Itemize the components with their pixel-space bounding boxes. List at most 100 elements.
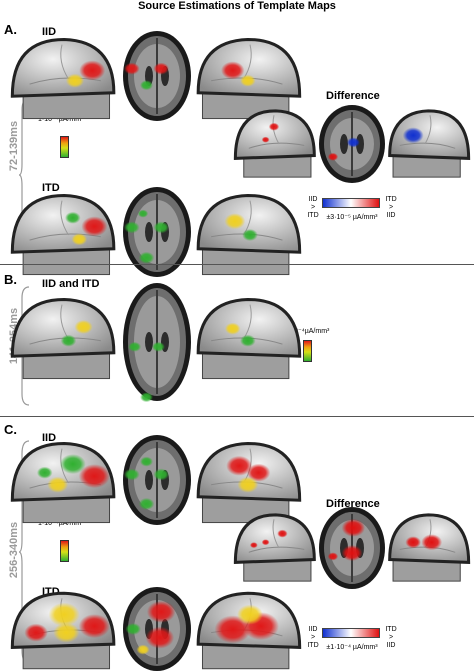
- panel-a-letter: A.: [4, 22, 17, 37]
- activation-blob: [140, 80, 153, 91]
- panel-a-difference-label: Difference: [326, 90, 380, 102]
- separator-bc: [0, 416, 474, 417]
- activation-blob: [224, 213, 246, 230]
- panel-a-right-legend: ITD > IID: [385, 196, 397, 219]
- activation-blob: [65, 73, 85, 88]
- activation-blob: [81, 216, 108, 237]
- activation-blob: [74, 319, 93, 334]
- activation-blob: [151, 341, 165, 352]
- panel-a-diff-scale: ±3·10⁻⁵ µA/mm³: [326, 214, 378, 221]
- brain-a-iid-right: [196, 37, 302, 120]
- brain-c-diff-axial: [319, 507, 385, 589]
- activation-blob: [137, 209, 149, 218]
- activation-blob: [221, 61, 245, 80]
- panel-b-label: IID and ITD: [42, 278, 100, 290]
- brain-a-iid-axial: [123, 31, 191, 121]
- activation-blob: [124, 468, 140, 481]
- activation-blob: [268, 122, 280, 131]
- activation-blob: [71, 233, 88, 246]
- panel-b-letter: B.: [4, 272, 17, 287]
- activation-blob: [153, 221, 169, 234]
- activation-blob: [224, 322, 241, 335]
- brain-a-diff-right: [388, 109, 471, 178]
- activation-blob: [242, 229, 258, 241]
- panel-a-left-legend: IID > ITD: [307, 196, 319, 219]
- activation-blob: [140, 392, 153, 402]
- activation-blob: [153, 62, 169, 75]
- activation-blob: [136, 644, 150, 655]
- brain-b-axial: [123, 283, 191, 402]
- panel-c-left-legend: IID > ITD: [307, 626, 319, 649]
- panel-c-colorbar: [60, 540, 69, 562]
- activation-blob: [48, 602, 80, 627]
- panel-a-diff-colorbar: [322, 198, 380, 208]
- activation-blob: [140, 456, 153, 467]
- activation-blob: [145, 626, 175, 649]
- brain-b-right: [196, 297, 302, 380]
- activation-blob: [24, 623, 48, 642]
- activation-blob: [261, 136, 270, 143]
- activation-blob: [36, 466, 53, 479]
- activation-blob: [124, 62, 140, 75]
- activation-blob: [79, 60, 106, 81]
- panel-c-difference-label: Difference: [326, 498, 380, 510]
- activation-blob: [146, 600, 176, 623]
- activation-blob: [246, 463, 271, 482]
- activation-blob: [237, 604, 263, 625]
- brain-a-diff-axial: [319, 105, 385, 183]
- brain-a-iid-left: [10, 37, 116, 120]
- activation-blob: [65, 211, 81, 224]
- brain-c-diff-right: [388, 513, 471, 582]
- panel-b-scale-label: 1·10⁻⁴µA/mm³: [284, 328, 330, 335]
- activation-blob: [138, 497, 155, 510]
- activation-blob: [402, 127, 424, 144]
- activation-blob: [138, 251, 155, 264]
- activation-blob: [240, 334, 256, 347]
- panel-c-right-legend: ITD > IID: [385, 626, 397, 649]
- activation-blob: [405, 536, 421, 549]
- activation-blob: [261, 539, 270, 546]
- brain-c-iid-axial: [123, 435, 191, 525]
- brain-a-itd-axial: [123, 187, 191, 277]
- activation-blob: [341, 545, 363, 562]
- panel-c-scale-label: 1·10⁻⁴µA/mm³: [38, 520, 84, 527]
- panel-a-itd-label: ITD: [42, 182, 60, 194]
- panel-b-colorbar: [303, 340, 312, 362]
- activation-blob: [78, 614, 110, 639]
- brain-c-iid-right: [196, 441, 302, 524]
- activation-blob: [327, 152, 339, 161]
- brain-c-iid-left: [10, 441, 116, 524]
- activation-blob: [240, 74, 256, 87]
- panel-c-diff-scale: ±1·10⁻⁴ µA/mm³: [326, 644, 378, 651]
- activation-blob: [237, 476, 259, 493]
- panel-c-letter: C.: [4, 422, 17, 437]
- activation-blob: [78, 464, 110, 489]
- brain-c-diff-left: [233, 513, 316, 582]
- brain-a-diff-left: [233, 109, 316, 178]
- activation-blob: [128, 341, 142, 352]
- panel-a-scale-label: 1·10⁻⁴µA/mm³: [38, 116, 84, 123]
- figure-title: Source Estimations of Template Maps: [138, 0, 336, 12]
- panel-a-iid-label: IID: [42, 26, 57, 38]
- activation-blob: [59, 454, 86, 475]
- activation-blob: [153, 468, 169, 481]
- activation-blob: [53, 622, 80, 643]
- activation-blob: [327, 552, 339, 561]
- panel-c-diff-colorbar: [322, 628, 380, 638]
- activation-blob: [249, 542, 258, 549]
- brain-c-itd-right: [196, 591, 302, 670]
- brain-a-itd-left: [10, 193, 116, 276]
- activation-blob: [421, 534, 443, 551]
- activation-blob: [277, 529, 288, 538]
- brain-a-itd-right: [196, 193, 302, 276]
- activation-blob: [125, 623, 141, 635]
- panel-c-brace: [18, 440, 30, 664]
- panel-c-iid-label: IID: [42, 432, 57, 444]
- activation-blob: [60, 334, 77, 347]
- brain-c-itd-left: [10, 591, 116, 670]
- activation-blob: [341, 518, 366, 537]
- separator-ab: [0, 264, 474, 265]
- activation-blob: [124, 221, 140, 234]
- panel-a-colorbar: [60, 136, 69, 158]
- activation-blob: [346, 137, 360, 148]
